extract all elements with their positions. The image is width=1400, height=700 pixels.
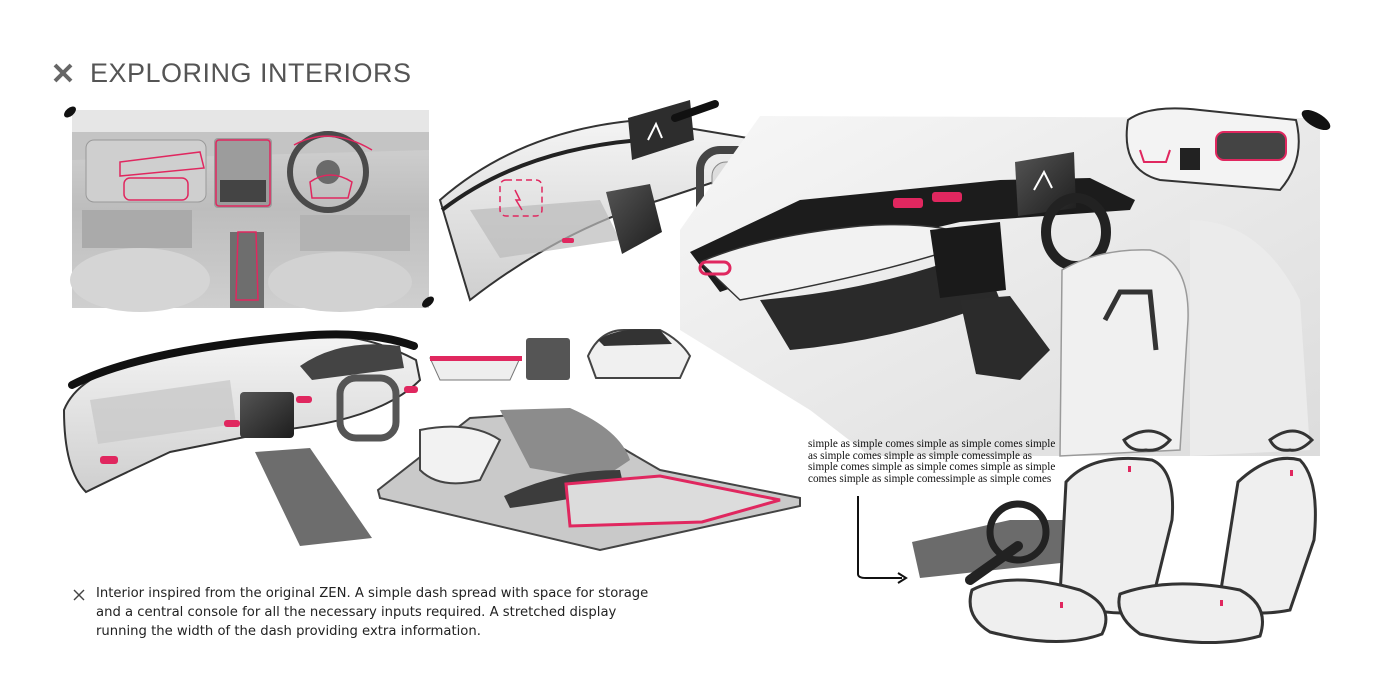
original-interior-photo xyxy=(64,106,434,312)
dash-sketch-bottom xyxy=(62,330,422,546)
annotation-note: simple as simple comes simple as simple … xyxy=(808,438,1056,485)
caption-block: Interior inspired from the original ZEN.… xyxy=(72,584,652,641)
caption-text: Interior inspired from the original ZEN.… xyxy=(96,586,649,639)
seat-steering-sketch xyxy=(857,429,1317,644)
console-concept xyxy=(429,329,692,381)
cross-icon xyxy=(53,63,73,83)
interior-render xyxy=(680,107,1331,457)
floor-base-sketch xyxy=(376,408,801,552)
page-header: EXPLORING INTERIORS xyxy=(52,56,412,90)
cross-icon xyxy=(73,589,85,601)
page-title: EXPLORING INTERIORS xyxy=(90,57,412,88)
